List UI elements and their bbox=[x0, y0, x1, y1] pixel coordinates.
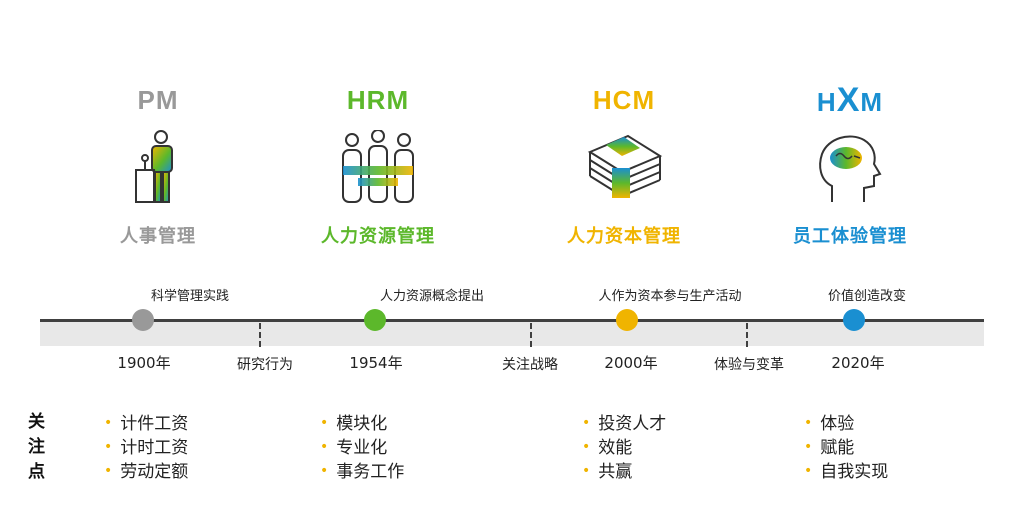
focus-item-text: 专业化 bbox=[336, 438, 388, 458]
focus-item-text: 效能 bbox=[598, 438, 633, 458]
phase-label: 研究行为 bbox=[237, 357, 293, 373]
bullet-icon: • bbox=[320, 439, 329, 455]
era-acronym: HXM bbox=[740, 81, 960, 119]
event-label: 价值创造改变 bbox=[827, 289, 907, 304]
era-acronym-part: H bbox=[816, 87, 837, 117]
bullet-icon: • bbox=[804, 463, 813, 479]
focus-item-text: 投资人才 bbox=[598, 414, 667, 434]
timeline-band bbox=[40, 321, 984, 346]
list-item: • 事务工作 bbox=[320, 460, 404, 484]
list-item: • 赋能 bbox=[804, 436, 888, 460]
focus-item-text: 计时工资 bbox=[120, 438, 189, 458]
focus-item-text: 赋能 bbox=[820, 438, 855, 458]
stack-of-money-icon bbox=[587, 134, 663, 198]
focus-item-text: 计件工资 bbox=[120, 414, 189, 434]
group-of-people-icon bbox=[342, 130, 414, 203]
year-label: 1954年 bbox=[349, 354, 403, 372]
focus-list-pm: • 计件工资 • 计时工资 • 劳动定额 bbox=[104, 412, 188, 484]
bullet-icon: • bbox=[104, 439, 113, 455]
focus-item-text: 体验 bbox=[820, 414, 855, 434]
timeline-dot-2000 bbox=[616, 309, 638, 331]
focus-list-hcm: • 投资人才 • 效能 • 共赢 bbox=[582, 412, 666, 484]
era-name: 员工体验管理 bbox=[793, 226, 907, 247]
bullet-icon: • bbox=[104, 463, 113, 479]
phase-divider bbox=[746, 323, 748, 347]
list-item: • 专业化 bbox=[320, 436, 404, 460]
timeline-dot-1954 bbox=[364, 309, 386, 331]
focus-item-text: 共赢 bbox=[598, 462, 633, 482]
list-item: • 劳动定额 bbox=[104, 460, 188, 484]
list-item: • 计时工资 bbox=[104, 436, 188, 460]
focus-list-hxm: • 体验 • 赋能 • 自我实现 bbox=[804, 412, 888, 484]
era-acronym: HCM bbox=[592, 85, 656, 115]
phase-label: 关注战略 bbox=[502, 357, 558, 373]
focus-title: 关 注 点 bbox=[28, 410, 52, 485]
list-item: • 自我实现 bbox=[804, 460, 888, 484]
timeline-dot-1900 bbox=[132, 309, 154, 331]
list-item: • 计件工资 bbox=[104, 412, 188, 436]
phase-divider bbox=[530, 323, 532, 347]
bullet-icon: • bbox=[320, 415, 329, 431]
event-label: 人作为资本参与生产活动 bbox=[598, 289, 742, 304]
focus-title-char: 点 bbox=[28, 462, 45, 482]
phase-label: 体验与变革 bbox=[714, 357, 784, 373]
bullet-icon: • bbox=[804, 439, 813, 455]
era-hxm: HXM 员工体验管理 bbox=[740, 81, 960, 248]
bullet-icon: • bbox=[582, 415, 591, 431]
era-name: 人事管理 bbox=[120, 226, 196, 247]
focus-title-char: 注 bbox=[28, 437, 45, 457]
focus-list-hrm: • 模块化 • 专业化 • 事务工作 bbox=[320, 412, 404, 484]
bullet-icon: • bbox=[582, 439, 591, 455]
era-acronym: HRM bbox=[346, 85, 410, 115]
head-with-brain-icon bbox=[819, 135, 882, 202]
year-label: 1900年 bbox=[117, 354, 171, 372]
focus-title-char: 关 bbox=[28, 412, 45, 432]
era-acronym-part: X bbox=[836, 81, 861, 119]
focus-item-text: 自我实现 bbox=[820, 462, 889, 482]
era-acronym: PM bbox=[137, 85, 179, 115]
event-label: 科学管理实践 bbox=[150, 289, 230, 304]
list-item: • 模块化 bbox=[320, 412, 404, 436]
list-item: • 体验 bbox=[804, 412, 888, 436]
era-acronym-part: M bbox=[860, 87, 884, 117]
era-pm: PM 人事管理 bbox=[48, 84, 268, 248]
year-label: 2000年 bbox=[604, 354, 658, 372]
bullet-icon: • bbox=[804, 415, 813, 431]
phase-divider bbox=[259, 323, 261, 347]
era-name: 人力资本管理 bbox=[567, 226, 681, 247]
event-label: 人力资源概念提出 bbox=[379, 289, 485, 304]
era-hrm: HRM 人力资源管理 bbox=[268, 84, 488, 248]
focus-item-text: 劳动定额 bbox=[120, 462, 189, 482]
list-item: • 投资人才 bbox=[582, 412, 666, 436]
focus-item-text: 事务工作 bbox=[336, 462, 405, 482]
list-item: • 共赢 bbox=[582, 460, 666, 484]
bullet-icon: • bbox=[582, 463, 591, 479]
timeline-dot-2020 bbox=[843, 309, 865, 331]
list-item: • 效能 bbox=[582, 436, 666, 460]
bullet-icon: • bbox=[104, 415, 113, 431]
era-hcm: HCM 人力资本管理 bbox=[514, 84, 734, 248]
era-name: 人力资源管理 bbox=[321, 226, 435, 247]
timeline-axis bbox=[40, 319, 984, 322]
year-label: 2020年 bbox=[831, 354, 885, 372]
focus-item-text: 模块化 bbox=[336, 414, 388, 434]
person-at-podium-icon bbox=[135, 130, 173, 203]
bullet-icon: • bbox=[320, 463, 329, 479]
